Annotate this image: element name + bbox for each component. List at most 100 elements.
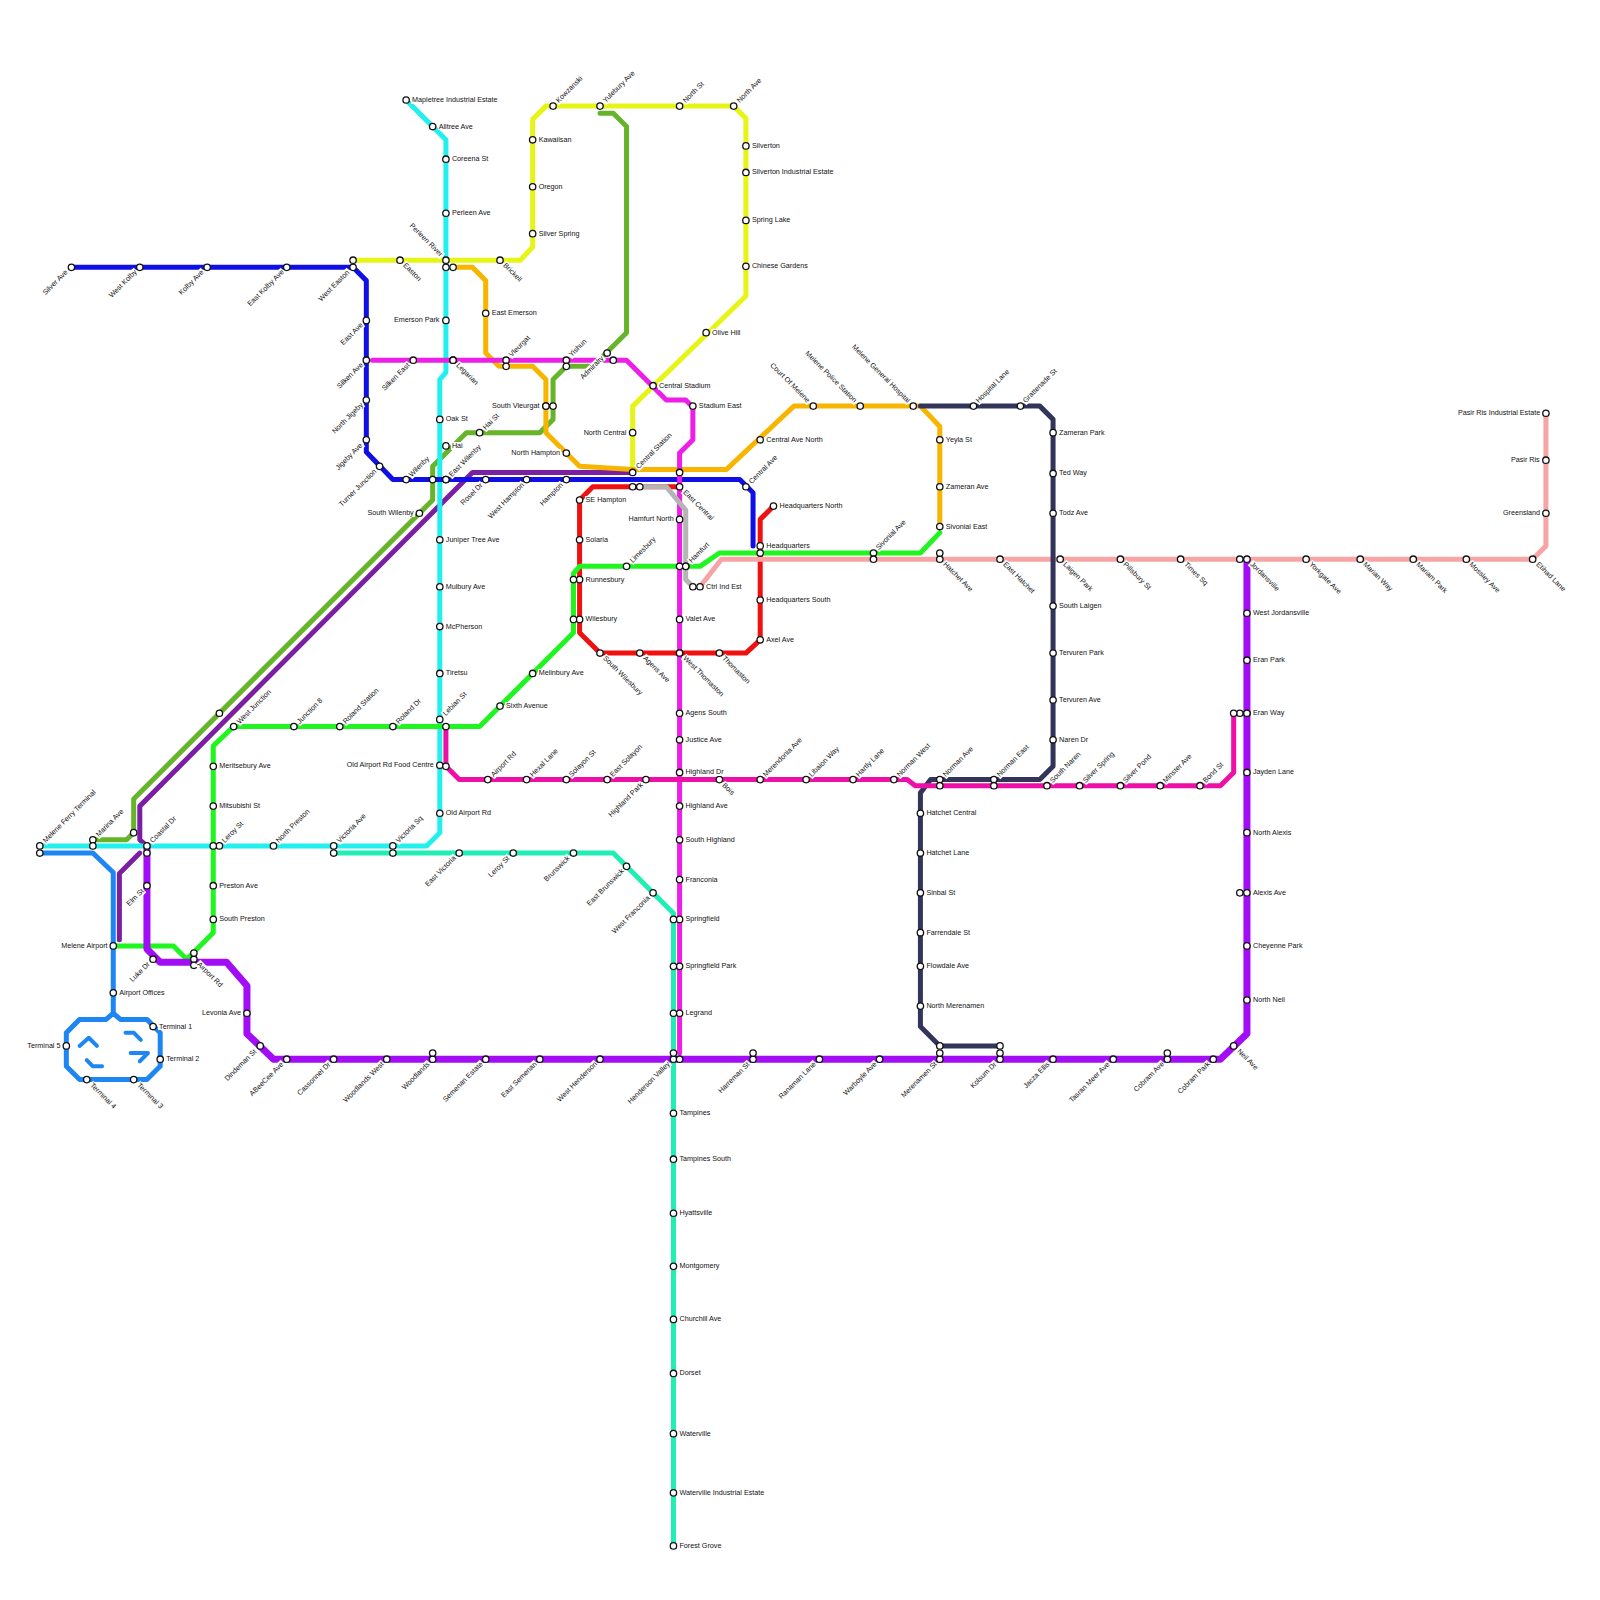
station-label: Easton bbox=[401, 261, 424, 284]
terminal-symbol bbox=[126, 1033, 141, 1040]
station-label: Mossley Ave bbox=[1467, 560, 1502, 595]
station-dot bbox=[1244, 769, 1250, 775]
station-label: Kolsum Dr bbox=[968, 1060, 999, 1091]
station-label: Roland Dr bbox=[394, 696, 424, 726]
station-dot bbox=[1117, 556, 1123, 562]
station-dot bbox=[563, 776, 569, 782]
station-dot bbox=[770, 503, 776, 509]
station-label: Laigen Park bbox=[1061, 560, 1095, 594]
station-label: Hai St bbox=[480, 411, 501, 432]
station-dot bbox=[437, 810, 443, 816]
station-label: Emerson Park bbox=[393, 316, 441, 324]
station-dot bbox=[570, 616, 576, 622]
station-label: Yeyla St bbox=[945, 436, 973, 444]
station-label: Pasir Ris Industrial Estate bbox=[1457, 409, 1541, 417]
station-dot bbox=[670, 1050, 676, 1056]
station-dot bbox=[750, 1056, 756, 1062]
station-dot bbox=[757, 637, 763, 643]
station-label: Sivonial Ave bbox=[874, 518, 909, 553]
station-dot bbox=[1244, 556, 1250, 562]
station-label: South Laigen bbox=[1058, 602, 1102, 610]
station-label: Axel Ave bbox=[765, 636, 795, 644]
station-label: Terminal 1 bbox=[158, 1023, 193, 1031]
station-label: Kowzanski bbox=[554, 74, 585, 105]
station-dot bbox=[1210, 1056, 1216, 1062]
station-label: Grattenade St bbox=[1021, 367, 1060, 406]
station-dot bbox=[676, 710, 682, 716]
station-label: Greensland bbox=[1502, 509, 1541, 517]
station-dot bbox=[610, 357, 616, 363]
station-label: Montgomery bbox=[678, 1262, 720, 1270]
station-label: Melene Ferry Terminal bbox=[40, 788, 97, 845]
station-dot bbox=[743, 169, 749, 175]
station-label: Tiretsu bbox=[445, 669, 469, 677]
station-label: Hamfurt bbox=[686, 540, 711, 565]
station-label: Headquarters bbox=[765, 542, 811, 550]
station-dot bbox=[376, 463, 382, 469]
station-dot bbox=[483, 476, 489, 482]
station-dot bbox=[676, 563, 682, 569]
station-dot bbox=[503, 363, 509, 369]
station-dot bbox=[1244, 657, 1250, 663]
station-dot bbox=[643, 776, 649, 782]
station-label: Leroy St bbox=[486, 854, 512, 880]
station-dot bbox=[676, 484, 682, 490]
station-label: Naren Dr bbox=[1058, 736, 1089, 744]
station-dot bbox=[937, 1043, 943, 1049]
station-dot bbox=[110, 990, 116, 996]
station-label: Old Airport Rd Food Centre bbox=[346, 761, 435, 769]
station-label: Legrand bbox=[685, 1009, 713, 1017]
station-label: Ranaman Lane bbox=[777, 1060, 819, 1102]
station-dot bbox=[390, 843, 396, 849]
station-dot bbox=[330, 1056, 336, 1062]
station-dot bbox=[497, 257, 503, 263]
station-dot bbox=[337, 723, 343, 729]
station-label: Hexal Lane bbox=[527, 746, 560, 779]
station-label: Terminal 3 bbox=[134, 1080, 164, 1110]
station-label: North Jigeby bbox=[330, 400, 366, 436]
station-label: Silver Ave bbox=[41, 268, 71, 298]
station-dot bbox=[816, 1056, 822, 1062]
station-dot bbox=[917, 810, 923, 816]
station-label: Central Station bbox=[633, 431, 674, 472]
station-dot bbox=[523, 476, 529, 482]
station-dot bbox=[550, 103, 556, 109]
station-dot bbox=[676, 963, 682, 969]
station-label: Henderson Valley bbox=[626, 1060, 673, 1107]
station-dot bbox=[650, 890, 656, 896]
station-label: Zameran Ave bbox=[945, 483, 990, 491]
station-label: Warboyle Ave bbox=[841, 1060, 879, 1098]
station-label: Forest Grove bbox=[678, 1542, 722, 1550]
terminal-symbol bbox=[131, 1053, 148, 1061]
station-dot bbox=[604, 350, 610, 356]
station-dot bbox=[270, 843, 276, 849]
station-label: Central Ave North bbox=[765, 436, 824, 444]
station-label: South Vleurgat bbox=[491, 402, 541, 410]
station-dot bbox=[1050, 470, 1056, 476]
station-label: South Naren bbox=[1048, 749, 1084, 785]
station-dot bbox=[1237, 710, 1243, 716]
station-label: Pillsbury St bbox=[1121, 560, 1153, 592]
station-dot bbox=[670, 916, 676, 922]
station-dot bbox=[1164, 1050, 1170, 1056]
station-label: Legarian bbox=[454, 361, 481, 388]
station-dot bbox=[543, 403, 549, 409]
station-dot bbox=[1410, 556, 1416, 562]
station-label: Coreena St bbox=[451, 155, 489, 163]
station-label: Highland Dr bbox=[685, 768, 725, 776]
station-dot bbox=[570, 576, 576, 582]
station-dot bbox=[330, 850, 336, 856]
station-label: Eran Park bbox=[1252, 656, 1286, 664]
station-label: Airport Rd bbox=[488, 749, 518, 779]
station-label: Stadium East bbox=[698, 402, 743, 410]
station-label: Waterville bbox=[678, 1430, 711, 1438]
station-label: Tervuren Ave bbox=[1058, 696, 1102, 704]
station-label: Hamfurt North bbox=[628, 515, 675, 523]
station-dot bbox=[917, 963, 923, 969]
station-dot bbox=[730, 103, 736, 109]
station-label: East Hatchet bbox=[1001, 560, 1037, 596]
station-label: East Semenan bbox=[499, 1060, 539, 1100]
metro-line bbox=[372, 360, 692, 1053]
station-dot bbox=[623, 563, 629, 569]
station-label: North St bbox=[680, 80, 706, 106]
